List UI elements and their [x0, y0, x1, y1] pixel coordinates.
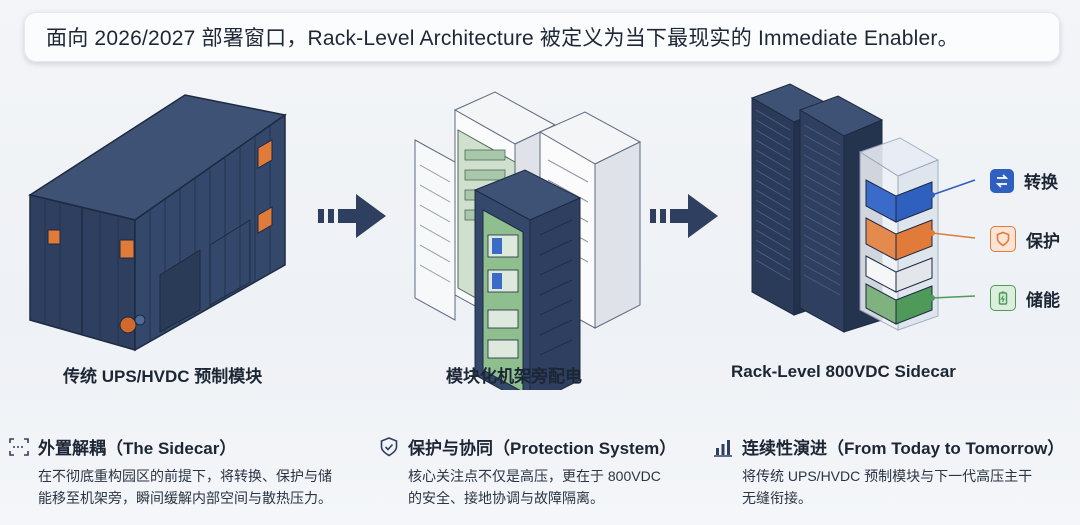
- arrow-right-icon: [318, 194, 386, 238]
- server-rack-pair: [750, 83, 884, 333]
- tag-protection: 保护: [990, 226, 1060, 252]
- feature-line: 无缝衔接。: [742, 490, 812, 506]
- feature-continuity: 连续性演进（From Today to Tomorrow） 将传统 UPS/HV…: [712, 434, 1072, 509]
- feature-line: 能移至机架旁，瞬间缓解内部空间与散热压力。: [38, 490, 332, 506]
- stage-caption-1: 传统 UPS/HVDC 预制模块: [63, 367, 263, 386]
- feature-title: 连续性演进（From Today to Tomorrow）: [742, 439, 1065, 458]
- feature-protection: 保护与协同（Protection System） 核心关注点不仅是高压，更在于 …: [378, 434, 718, 509]
- architecture-illustration: [28, 83, 976, 390]
- headline-text: 面向 2026/2027 部署窗口，Rack-Level Architectur…: [46, 27, 959, 50]
- bar-chart-icon: [712, 436, 734, 458]
- stage-caption-2: 模块化机架旁配电: [446, 367, 582, 386]
- modular-rack-group: [414, 91, 642, 390]
- stage-caption-3: Rack-Level 800VDC Sidecar: [731, 362, 956, 381]
- tag-conversion: 转换: [990, 168, 1058, 193]
- feature-line: 的安全、接地协调与故障隔离。: [408, 490, 604, 506]
- headline-banner: 面向 2026/2027 部署窗口，Rack-Level Architectur…: [24, 12, 1060, 62]
- feature-line: 将传统 UPS/HVDC 预制模块与下一代高压主干: [742, 468, 1033, 484]
- feature-line: 在不彻底重构园区的前提下，将转换、保护与储: [38, 468, 332, 484]
- battery-icon: [990, 285, 1016, 311]
- container-module: [28, 94, 287, 352]
- tag-label: 保护: [1026, 231, 1060, 251]
- feature-sidecar: 外置解耦（The Sidecar） 在不彻底重构园区的前提下，将转换、保护与储 …: [8, 434, 368, 509]
- feature-line: 核心关注点不仅是高压，更在于 800VDC: [408, 468, 661, 484]
- tag-label: 转换: [1024, 173, 1058, 192]
- shield-check-icon: [378, 436, 400, 458]
- feature-title: 保护与协同（Protection System）: [408, 439, 677, 458]
- arrow-right-icon: [650, 194, 718, 238]
- tag-label: 储能: [1026, 290, 1060, 310]
- shield-icon: [990, 226, 1016, 252]
- sidecar-unit: [858, 137, 976, 331]
- tag-storage: 储能: [990, 285, 1060, 311]
- arrows-swap-icon: [990, 168, 1014, 193]
- feature-title: 外置解耦（The Sidecar）: [38, 439, 237, 458]
- scan-icon: [8, 436, 30, 458]
